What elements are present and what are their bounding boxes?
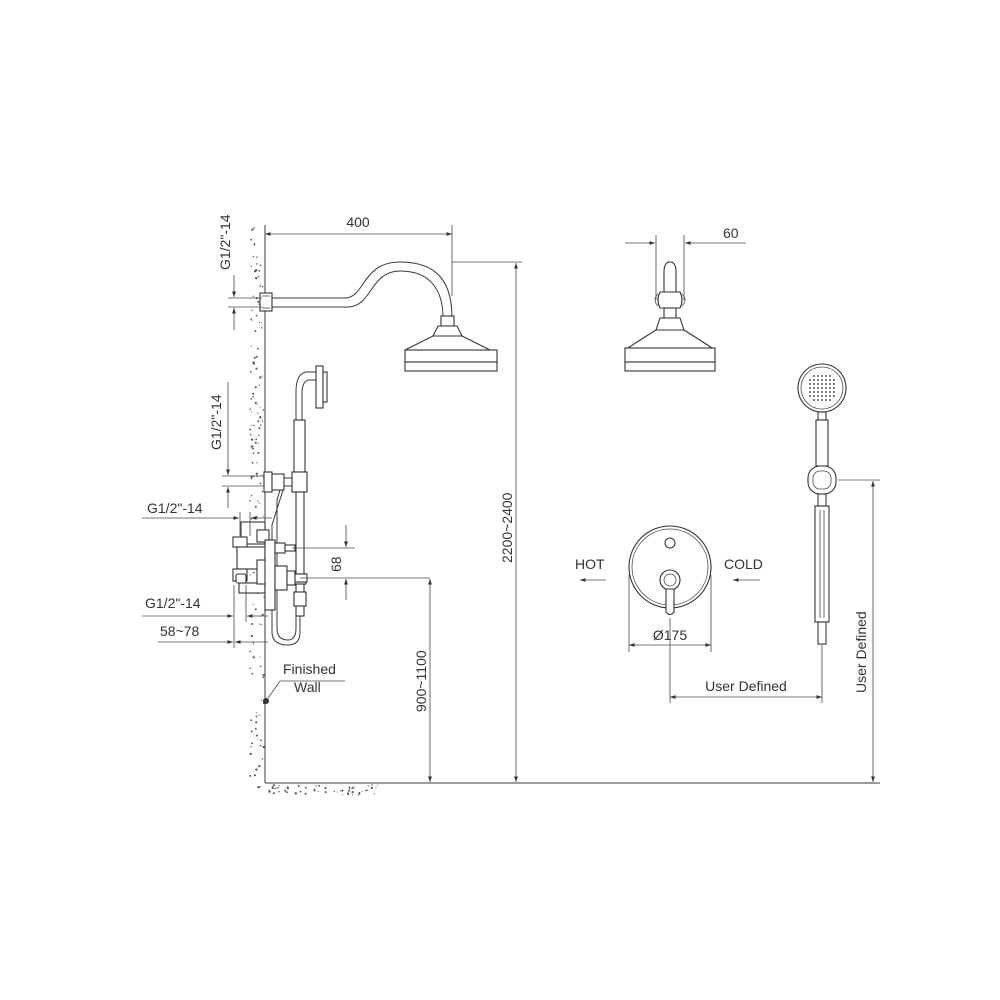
holder-height-label: User Defined	[853, 611, 869, 693]
holder-distance-label: User Defined	[705, 678, 787, 694]
depth-dimension: 58~78	[158, 622, 268, 648]
holder-distance-dimension: User Defined	[669, 618, 823, 703]
valve-trim-plate	[628, 525, 712, 616]
valve-spacing-dimension: 68	[292, 525, 430, 600]
inlet-valve-upper-dimension: G1/2"-14	[142, 500, 272, 536]
finished-wall-label-line2: Wall	[294, 679, 321, 695]
hand-shower-wall-outlet	[263, 471, 292, 493]
shower-head-front	[624, 261, 716, 372]
valve-height-dimension: 900~1100	[413, 579, 432, 782]
cold-indicator: COLD	[724, 556, 763, 582]
inlet-valve-lower-dimension: G1/2"-14	[142, 585, 268, 622]
depth-label: 58~78	[160, 623, 200, 639]
arm-length-label: 400	[346, 214, 370, 230]
valve-spacing-label: 68	[328, 556, 344, 572]
floor-hatching	[257, 784, 379, 796]
floor-line	[257, 782, 880, 796]
arm-length-dimension: 400	[265, 214, 453, 296]
head-offset-dimension: 60	[625, 225, 746, 300]
shower-arm	[272, 261, 453, 319]
inlet-hand-label: G1/2"-14	[208, 394, 224, 450]
hot-label: HOT	[575, 556, 605, 572]
holder-height-dimension: User Defined	[838, 479, 880, 782]
finished-wall-callout: Finished Wall	[263, 661, 345, 704]
hand-shower-side	[291, 365, 328, 493]
shower-head-side	[404, 315, 498, 372]
hose-side	[271, 489, 301, 646]
inlet-top-dimension: G1/2"-14	[217, 214, 262, 330]
head-offset-label: 60	[723, 225, 739, 241]
inlet-hand-dimension: G1/2"-14	[208, 382, 264, 508]
finished-wall-label-line1: Finished	[283, 661, 336, 677]
head-height-dimension: 2200~2400	[452, 261, 522, 782]
wall-flange-top	[259, 292, 273, 312]
inlet-valve-upper-label: G1/2"-14	[147, 500, 203, 516]
inlet-valve-lower-label: G1/2"-14	[145, 595, 201, 611]
finished-wall	[249, 225, 266, 783]
hand-shower-nozzles	[809, 375, 835, 401]
hand-shower-front	[797, 363, 847, 645]
valve-height-label: 900~1100	[413, 650, 429, 712]
head-height-label: 2200~2400	[499, 492, 515, 563]
cold-label: COLD	[724, 556, 763, 572]
slide-bar-side	[293, 491, 307, 617]
concealed-valve-side	[232, 521, 308, 611]
hot-indicator: HOT	[575, 556, 606, 582]
inlet-top-label: G1/2"-14	[217, 214, 233, 270]
